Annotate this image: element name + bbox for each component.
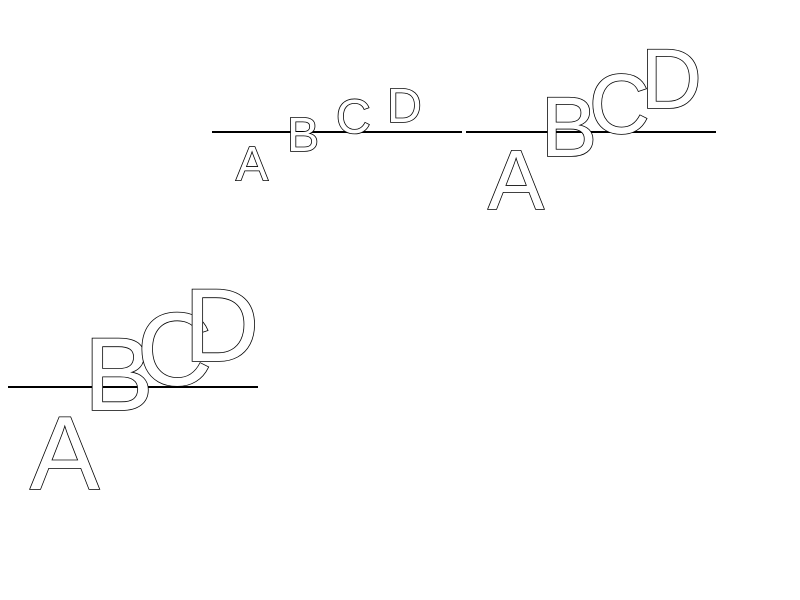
letter-c: C [137,292,212,408]
letter-d: D [387,80,422,133]
group-medium: A B C D [466,31,716,228]
group-large: A B C D [8,267,260,513]
letter-b: B [541,80,597,174]
letter-d: D [184,268,259,384]
letter-a: A [236,138,268,191]
letter-c: C [589,57,650,151]
letter-b: B [287,109,319,162]
group-small: A B C D [212,79,462,192]
letter-a: A [30,396,100,512]
letter-d: D [641,32,702,126]
letter-c: C [336,91,371,144]
letter-a: A [488,133,544,227]
letter-b: B [84,317,153,433]
